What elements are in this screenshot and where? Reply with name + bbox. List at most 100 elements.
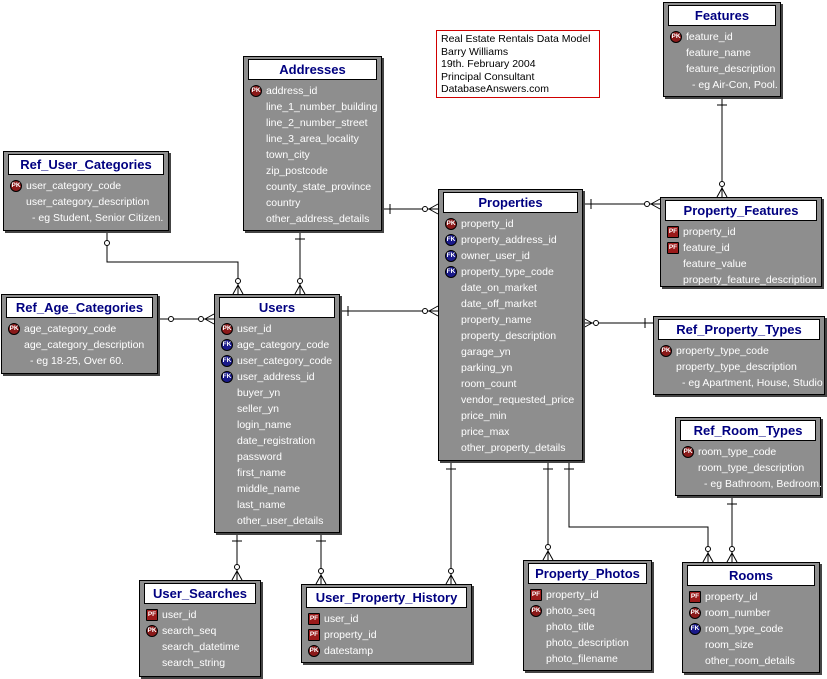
attribute-name: room_number xyxy=(705,607,771,619)
attribute-row: date_registration xyxy=(221,433,337,449)
attribute-name: line_3_area_locality xyxy=(266,133,359,145)
attribute-name: user_category_description xyxy=(26,196,150,208)
attribute-name: - eg Air-Con, Pool. xyxy=(692,79,778,91)
entity-title: Properties xyxy=(443,192,578,213)
pk-key-icon: PK xyxy=(221,323,233,335)
crows-foot-marker xyxy=(428,208,439,215)
attribute-name: search_seq xyxy=(162,625,217,637)
attribute-name: property_id xyxy=(705,591,758,603)
attribute-name: photo_description xyxy=(546,637,629,649)
crows-foot-marker xyxy=(237,284,244,295)
attribute-row: property_type_description xyxy=(660,359,822,375)
attribute-row: feature_value xyxy=(667,256,819,272)
pf-key-icon: PF xyxy=(308,613,320,625)
crows-foot-marker xyxy=(650,203,661,210)
fk-key-icon: FK xyxy=(689,623,701,635)
attribute-name: age_category_code xyxy=(24,323,117,335)
attribute-row: vendor_requested_price xyxy=(445,392,580,408)
attribute-name: other_room_details xyxy=(705,655,795,667)
pf-key-icon: PF xyxy=(530,589,542,601)
attribute-name: password xyxy=(237,451,282,463)
attribute-row: seller_yn xyxy=(221,401,337,417)
attribute-row: room_size xyxy=(689,637,817,653)
attribute-name: room_type_description xyxy=(698,462,805,474)
crows-foot-marker xyxy=(299,284,306,295)
attribute-row: property_description xyxy=(445,328,580,344)
attribute-name: photo_seq xyxy=(546,605,596,617)
attribute-row: - eg Bathroom, Bedroom. xyxy=(682,476,822,492)
fk-key-icon: FK xyxy=(445,250,457,262)
attribute-row: middle_name xyxy=(221,481,337,497)
attribute-name: line_1_number_building xyxy=(266,101,378,113)
attribute-name: country xyxy=(266,197,301,209)
entity-title: User_Searches xyxy=(144,583,256,604)
optional-circle-marker xyxy=(644,201,650,207)
fk-key-icon: FK xyxy=(445,234,457,246)
attribute-row: line_2_number_street xyxy=(250,115,379,131)
relationship-connector xyxy=(568,461,709,562)
attribute-row: PF property_id xyxy=(308,627,469,643)
pf-key-icon: PF xyxy=(689,591,701,603)
optional-circle-marker xyxy=(297,278,303,284)
attribute-name: property_type_code xyxy=(676,345,769,357)
optional-circle-marker xyxy=(705,546,711,552)
note-line-author: Barry Williams xyxy=(441,45,509,58)
note-line-title: Real Estate Rentals Data Model xyxy=(441,33,591,45)
crows-foot-marker xyxy=(702,552,709,563)
attribute-name: user_category_code xyxy=(237,355,333,367)
attribute-row: zip_postcode xyxy=(250,163,379,179)
pf-key-icon: PF xyxy=(308,629,320,641)
attribute-name: photo_title xyxy=(546,621,595,633)
pf-key-icon: PF xyxy=(667,226,679,238)
attribute-row: buyer_yn xyxy=(221,385,337,401)
optional-circle-marker xyxy=(448,568,454,574)
pk-key-icon: PK xyxy=(682,446,694,458)
attribute-row: user_category_description xyxy=(10,194,166,210)
attribute-row: - eg 18-25, Over 60. xyxy=(8,353,155,369)
fk-key-icon: FK xyxy=(221,355,233,367)
fk-key-icon: FK xyxy=(221,371,233,383)
attribute-name: feature_value xyxy=(683,258,747,270)
attribute-row: PF property_id xyxy=(689,589,817,605)
attribute-name: property_id xyxy=(324,629,377,641)
attribute-name: datestamp xyxy=(324,645,374,657)
attribute-name: last_name xyxy=(237,499,286,511)
attribute-row: property_feature_description xyxy=(667,272,819,288)
attribute-row: room_count xyxy=(445,376,580,392)
entity-title: Property_Photos xyxy=(528,563,647,584)
note-line-date: 19th. February 2004 xyxy=(441,58,536,70)
crows-foot-marker xyxy=(428,310,439,317)
pk-key-icon: PK xyxy=(660,345,672,357)
attribute-row: town_city xyxy=(250,147,379,163)
crows-foot-marker xyxy=(232,284,239,295)
attribute-name: garage_yn xyxy=(461,346,511,358)
fk-key-icon: FK xyxy=(445,266,457,278)
attribute-name: date_on_market xyxy=(461,282,537,294)
crows-foot-marker xyxy=(582,317,593,324)
attribute-name: line_2_number_street xyxy=(266,117,368,129)
attribute-name: county_state_province xyxy=(266,181,372,193)
pk-key-icon: PK xyxy=(10,180,22,192)
pk-key-icon: PK xyxy=(146,625,158,637)
